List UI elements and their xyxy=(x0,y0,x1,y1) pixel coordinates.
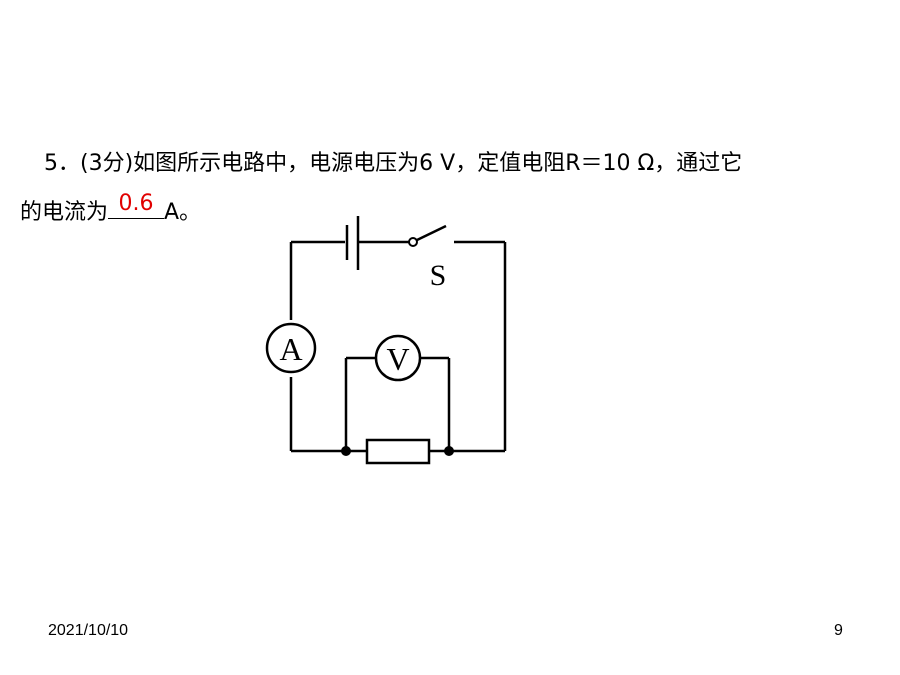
page-number: 9 xyxy=(834,622,843,639)
ammeter-circle xyxy=(265,322,317,374)
voltmeter-label: V xyxy=(386,341,409,377)
junction-left xyxy=(341,446,351,456)
switch-pivot xyxy=(408,237,418,247)
ammeter-label: A xyxy=(279,331,302,367)
resistor xyxy=(365,438,431,465)
question-text-line2: 的电流为 0.6 A。 xyxy=(20,191,202,227)
junction-right xyxy=(444,446,454,456)
answer-value: 0.6 xyxy=(118,191,154,216)
answer-blank: 0.6 xyxy=(108,191,165,219)
question-suffix: A。 xyxy=(164,200,202,225)
switch-arm xyxy=(416,224,447,242)
voltmeter-circle xyxy=(374,334,422,382)
footer-date: 2021/10/10 xyxy=(48,622,129,639)
question-text-line1: 5．(3分)如图所示电路中，电源电压为6 V，定值电阻R＝10 Ω，通过它 xyxy=(44,151,743,176)
switch-label: S xyxy=(430,259,447,292)
question-prefix: 的电流为 xyxy=(20,200,109,225)
